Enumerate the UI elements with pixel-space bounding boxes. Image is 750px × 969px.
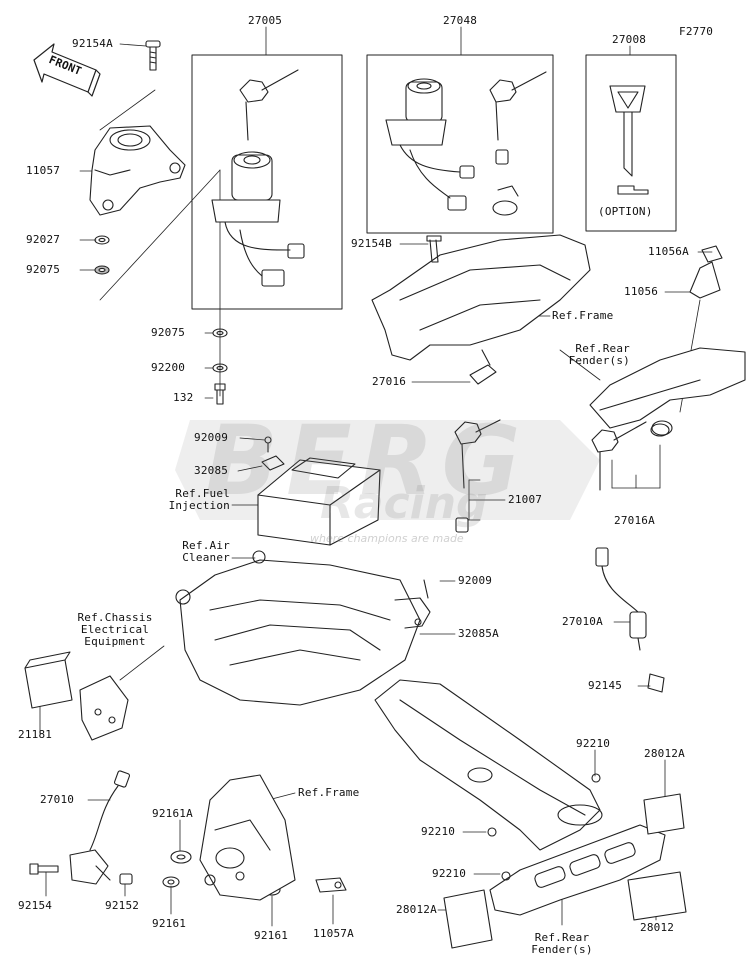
ref-frame-top: Ref.Frame <box>552 309 614 322</box>
part-21007 <box>454 419 501 533</box>
option-label: (OPTION) <box>598 205 653 218</box>
group-box-27008 <box>585 54 677 232</box>
label-28012A-top: 28012A <box>644 747 685 760</box>
label-11056: 11056 <box>624 285 659 298</box>
label-92075-a: 92075 <box>26 263 61 276</box>
ref-rear-fender-top: Ref.Rear Fender(s) <box>568 342 630 367</box>
frame-upper <box>371 234 591 361</box>
reflector-28012A-top <box>643 793 685 835</box>
label-27016A: 27016A <box>614 514 655 527</box>
bolt-92154 <box>29 863 59 875</box>
watermark-tagline: where champions are made <box>310 532 464 545</box>
label-11056A: 11056A <box>648 245 689 258</box>
rear-fender-lower <box>487 773 666 916</box>
washer-92161-left <box>162 876 180 888</box>
label-27010: 27010 <box>40 793 75 806</box>
ref-frame-bottom: Ref.Frame <box>298 786 360 799</box>
reflector-28012 <box>627 871 687 921</box>
washer-92075-lower <box>212 328 228 338</box>
label-92009-b: 92009 <box>458 574 493 587</box>
label-28012: 28012 <box>640 921 675 934</box>
label-21181: 21181 <box>18 728 53 741</box>
sensor-27010 <box>69 770 131 885</box>
bracket-11057 <box>89 125 186 216</box>
sensor-27010A <box>595 547 665 693</box>
label-92161A: 92161A <box>152 807 193 820</box>
label-92210-a: 92210 <box>576 737 611 750</box>
frame-lower <box>199 774 296 901</box>
washer-92027 <box>94 235 110 245</box>
reflector-28012A-bottom <box>443 889 493 949</box>
label-92145: 92145 <box>588 679 623 692</box>
ref-chassis-electrical: Ref.Chassis Electrical Equipment <box>77 611 153 648</box>
label-32085: 32085 <box>194 464 229 477</box>
ignition-switch-27005 <box>211 69 305 287</box>
watermark-sub: Racing <box>320 478 488 529</box>
part-92152 <box>119 873 133 885</box>
label-92027: 92027 <box>26 233 61 246</box>
label-92009-a: 92009 <box>194 431 229 444</box>
label-28012A-bottom: 28012A <box>396 903 437 916</box>
label-21007: 21007 <box>508 493 543 506</box>
leader-lines <box>39 26 713 927</box>
label-92152: 92152 <box>105 899 140 912</box>
grommet-92161A <box>170 850 192 864</box>
label-92161-b: 92161 <box>254 929 289 942</box>
bracket-11057A <box>315 877 347 893</box>
label-92075-b: 92075 <box>151 326 186 339</box>
ecu-unit <box>257 436 381 546</box>
label-27016: 27016 <box>372 375 407 388</box>
ref-air-cleaner: Ref.Air Cleaner <box>182 539 230 564</box>
key-27008 <box>609 85 649 195</box>
air-cleaner-housing <box>175 550 431 706</box>
rear-fender-upper <box>589 245 746 436</box>
ref-fuel-injection: Ref.Fuel Injection <box>168 487 230 512</box>
ignition-switch-27048 <box>385 71 547 216</box>
bolt-132 <box>214 383 226 405</box>
washer-92200 <box>212 363 228 373</box>
label-27008: 27008 <box>612 33 647 46</box>
label-92154B: 92154B <box>351 237 392 250</box>
group-box-27048 <box>366 54 554 234</box>
part-27016 <box>469 349 497 385</box>
label-132: 132 <box>173 391 194 404</box>
rear-frame <box>374 679 603 851</box>
washer-92075 <box>94 265 110 275</box>
bolt-92154A <box>145 40 161 71</box>
label-92154A: 92154A <box>72 37 113 50</box>
label-92161-a: 92161 <box>152 917 187 930</box>
watermark-main: BERG <box>205 405 529 517</box>
label-92200: 92200 <box>151 361 186 374</box>
label-11057A: 11057A <box>313 927 354 940</box>
label-92154: 92154 <box>18 899 53 912</box>
figure-code: F2770 <box>679 25 714 38</box>
front-arrow <box>33 43 101 97</box>
ref-rear-fender-bottom: Ref.Rear Fender(s) <box>531 931 593 956</box>
label-32085A: 32085A <box>458 627 499 640</box>
label-27048: 27048 <box>443 14 478 27</box>
label-27005: 27005 <box>248 14 283 27</box>
label-27010A: 27010A <box>562 615 603 628</box>
label-92210-c: 92210 <box>432 867 467 880</box>
label-92210-b: 92210 <box>421 825 456 838</box>
part-27016A <box>591 421 670 491</box>
label-11057: 11057 <box>26 164 61 177</box>
group-box-27005 <box>191 54 343 310</box>
part-21181 <box>24 651 129 741</box>
